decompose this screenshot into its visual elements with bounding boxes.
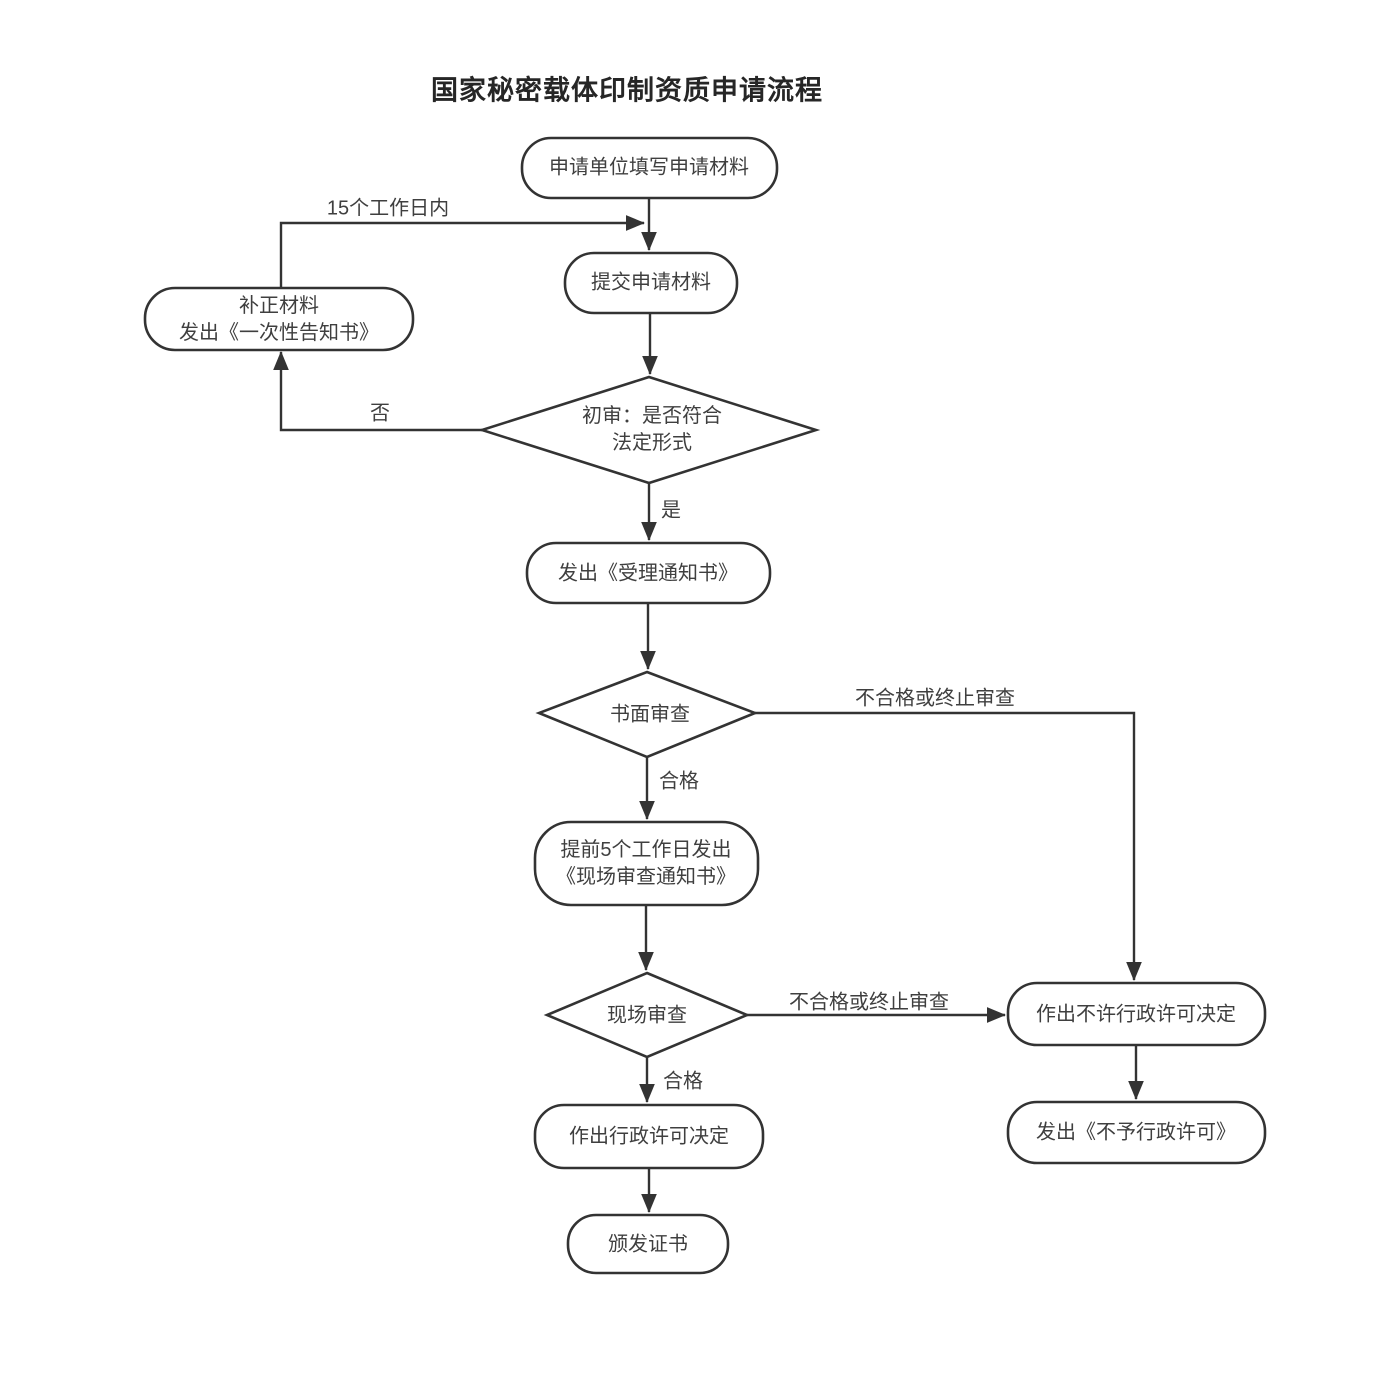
node-shape-site-review-diamond bbox=[543, 971, 751, 1059]
node-label-deny-notice: 发出《不予行政许可》 bbox=[1036, 1121, 1236, 1144]
node-label-issue-certificate: 颁发证书 bbox=[608, 1233, 688, 1256]
node-label-initial-review: 初审：是否符合 法定形式 bbox=[582, 405, 722, 454]
edge-label-written-pass: 合格 bbox=[659, 770, 699, 793]
edge-label-within-15-working-days: 15个工作日内 bbox=[326, 197, 450, 220]
node-label-written-review: 书面审查 bbox=[610, 703, 690, 726]
node-label-submit-materials: 提交申请材料 bbox=[591, 271, 711, 294]
node-shape-deny-notice bbox=[1006, 1100, 1267, 1165]
edge-correction-return-loop bbox=[279, 215, 645, 288]
flowchart-edges bbox=[273, 198, 1144, 1213]
node-shape-issue-certificate bbox=[566, 1213, 730, 1275]
node-shape-fill-materials bbox=[520, 136, 779, 200]
node-label-site-review: 现场审查 bbox=[607, 1004, 687, 1027]
edge-label-written-fail: 不合格或终止审查 bbox=[855, 687, 1015, 710]
node-shape-written-review-diamond bbox=[535, 670, 759, 759]
node-shape-correction bbox=[143, 286, 415, 352]
node-shape-acceptance-notice bbox=[525, 541, 772, 605]
node-shape-submit-materials bbox=[563, 251, 739, 315]
node-label-site-review-notice: 提前5个工作日发出 《现场审查通知书》 bbox=[556, 839, 736, 888]
node-label-correction: 补正材料 发出《一次性告知书》 bbox=[179, 295, 379, 344]
edge-label-yes: 是 bbox=[661, 499, 681, 522]
edge-initial-review-no bbox=[273, 351, 482, 432]
edge-label-site-fail: 不合格或终止审查 bbox=[789, 991, 949, 1014]
node-label-approve-decision: 作出行政许可决定 bbox=[569, 1125, 729, 1148]
node-shape-approve-decision bbox=[533, 1103, 765, 1170]
node-label-fill-materials: 申请单位填写申请材料 bbox=[549, 156, 749, 179]
node-label-deny-decision: 作出不许行政许可决定 bbox=[1036, 1003, 1236, 1026]
page-title: 国家秘密载体印制资质申请流程 bbox=[431, 75, 823, 106]
edge-label-site-pass: 合格 bbox=[663, 1070, 703, 1093]
node-shape-site-review-notice bbox=[533, 820, 760, 907]
node-label-acceptance-notice: 发出《受理通知书》 bbox=[558, 562, 738, 585]
edge-written-review-fail bbox=[755, 711, 1142, 981]
node-shape-deny-decision bbox=[1006, 981, 1267, 1047]
flowchart-node-shapes bbox=[143, 136, 1267, 1275]
edge-label-no: 否 bbox=[370, 402, 390, 425]
node-shape-initial-review-diamond bbox=[477, 375, 821, 485]
